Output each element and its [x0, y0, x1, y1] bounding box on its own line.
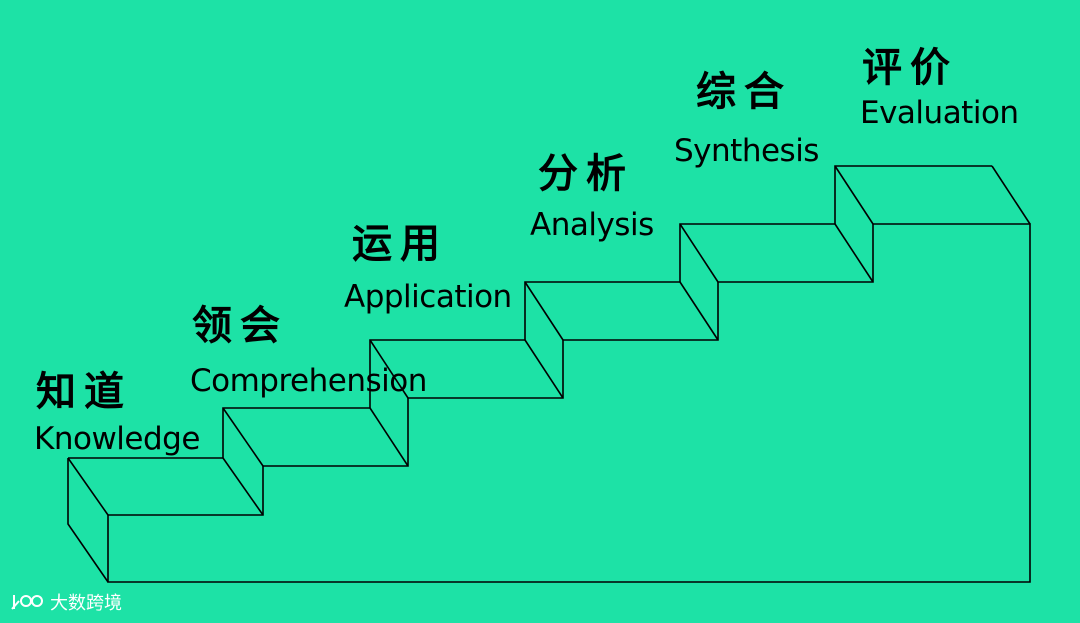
- level-1-cn-label: 知道: [36, 368, 132, 415]
- watermark: 大数跨境: [10, 589, 122, 615]
- stair-back-outline: [68, 165, 992, 459]
- stair-left-face: [67, 458, 109, 583]
- level-4-en-label: Analysis: [530, 207, 654, 243]
- level-6-en-label: Evaluation: [860, 95, 1019, 131]
- level-3-cn-label: 运用: [352, 220, 448, 267]
- level-3-en-label: Application: [344, 279, 512, 315]
- level-1-en-label: Knowledge: [34, 421, 200, 457]
- level-2-cn-label: 领会: [192, 302, 288, 349]
- level-5-en-label: Synthesis: [674, 133, 819, 169]
- level-5-cn-label: 综合: [696, 68, 792, 115]
- level-2-en-label: Comprehension: [190, 363, 427, 399]
- watermark-text: 大数跨境: [50, 593, 122, 614]
- stair-front-outline: [107, 223, 1031, 583]
- level-4-cn-label: 分析: [538, 150, 634, 197]
- level-6-cn-label: 评价: [862, 44, 958, 91]
- brand-logo-icon: [11, 595, 43, 610]
